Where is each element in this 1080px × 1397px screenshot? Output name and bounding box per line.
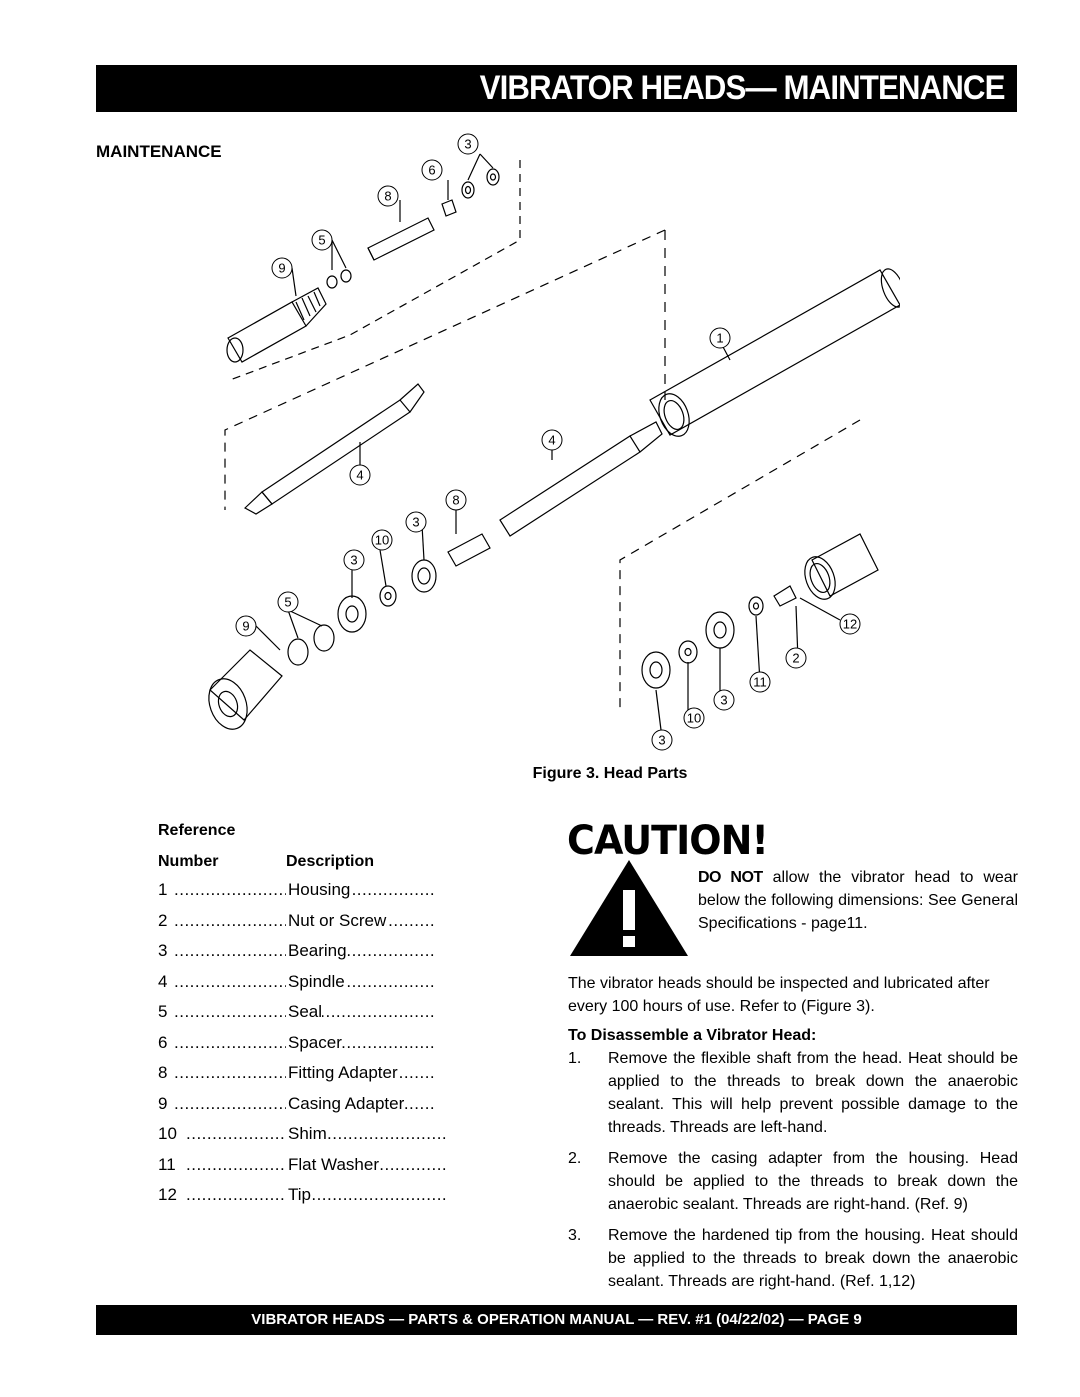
callout-number: 3	[658, 733, 665, 748]
parts-row: 10......................................…	[158, 1124, 448, 1155]
step-text: Remove the hardened tip from the housing…	[608, 1227, 1018, 1290]
dot-leader: ........................................…	[186, 1185, 448, 1204]
disassemble-step: 1. Remove the flexible shaft from the hea…	[568, 1047, 1018, 1139]
disassemble-steps: 1. Remove the flexible shaft from the hea…	[568, 1047, 1018, 1301]
caution-title: CAUTION!	[567, 818, 769, 864]
page-header-bar: VIBRATOR HEADS— MAINTENANCE	[96, 65, 1017, 112]
callout-number: 10	[375, 533, 389, 548]
callout-number: 8	[452, 493, 459, 508]
callout-number: 2	[792, 651, 799, 666]
figure-caption: Figure 3. Head Parts	[0, 765, 1080, 783]
callout-number: 3	[350, 553, 357, 568]
part-number: 12	[158, 1185, 177, 1204]
part-description: Shim	[286, 1124, 327, 1144]
callout-number: 9	[242, 619, 249, 634]
part-number: 1	[158, 880, 168, 899]
parts-row: 2.......................................…	[158, 910, 438, 942]
parts-row: 12......................................…	[158, 1185, 448, 1216]
part-number: 2	[158, 910, 168, 930]
parts-header-number: Number	[158, 853, 219, 870]
page-header-title: VIBRATOR HEADS— MAINTENANCE	[480, 69, 1006, 107]
callout-number: 3	[464, 137, 471, 152]
callout-number: 4	[356, 468, 363, 483]
part-number: 5	[158, 1002, 168, 1021]
part-number: 11	[158, 1154, 176, 1174]
part-description: Spacer	[286, 1032, 342, 1053]
callout-number: 5	[318, 233, 325, 248]
part-description: Seal	[286, 1002, 323, 1022]
part-number: 3	[158, 941, 168, 960]
part-number: 9	[158, 1093, 168, 1113]
step-number: 1.	[568, 1050, 582, 1067]
parts-row: 3.......................................…	[158, 941, 438, 972]
head-parts-diagram: 3 6 8 5 9 1 4 4 8 3 10 3 5 9 12 2 11 3 10 3	[208, 133, 900, 751]
part-number: 10	[158, 1124, 177, 1143]
step-number: 2.	[568, 1150, 582, 1167]
callout-number: 4	[548, 433, 555, 448]
callout-number: 3	[412, 515, 419, 530]
callout-number: 9	[278, 261, 285, 276]
figure-caption-text: Figure 3. Head Parts	[532, 765, 688, 782]
callout-number: 6	[428, 163, 435, 178]
warning-triangle-icon	[570, 860, 688, 956]
step-text: Remove the flexible shaft from the head.…	[608, 1050, 1018, 1136]
callout-number: 10	[687, 711, 701, 726]
disassemble-step: 2. Remove the casing adapter from the hou…	[568, 1147, 1018, 1216]
disassemble-step: 3. Remove the hardened tip from the housi…	[568, 1224, 1018, 1293]
parts-row: 8.......................................…	[158, 1063, 438, 1094]
callout-number: 3	[720, 693, 727, 708]
parts-row: 5.......................................…	[158, 1002, 438, 1033]
callout-number: 12	[843, 617, 857, 632]
callout-number: 8	[384, 189, 391, 204]
parts-header-description: Description	[286, 853, 375, 870]
parts-row: 6.......................................…	[158, 1032, 438, 1064]
part-description: Bearing	[286, 941, 347, 961]
callout-number: 1	[716, 331, 723, 346]
parts-row: 4.......................................…	[158, 971, 438, 1003]
inspection-text: The vibrator heads should be inspected a…	[568, 975, 990, 1015]
part-description: Flat Washer	[286, 1154, 380, 1175]
parts-list: 1.......................................…	[158, 880, 448, 1216]
part-number: 8	[158, 1063, 168, 1082]
parts-header-reference: Reference	[158, 822, 236, 839]
part-number: 4	[158, 971, 168, 991]
part-description: Casing Adapter	[286, 1093, 405, 1114]
part-description: Spindle	[286, 971, 345, 992]
part-description: Fitting Adapter	[286, 1063, 398, 1083]
caution-body: allow the vibrator head to wear below th…	[698, 869, 1019, 932]
parts-row: 9.......................................…	[158, 1093, 438, 1125]
section-title: MAINTENANCE	[96, 142, 222, 161]
callout-number: 5	[284, 595, 291, 610]
parts-row: 1.......................................…	[158, 880, 438, 911]
step-number: 3.	[568, 1227, 582, 1244]
callout-number: 11	[753, 675, 767, 690]
part-description: Nut or Screw	[286, 910, 387, 931]
caution-bold-lead: DO NOT	[698, 869, 763, 886]
part-description: Housing	[286, 880, 351, 900]
page-footer: VIBRATOR HEADS — PARTS & OPERATION MANUA…	[96, 1305, 1017, 1335]
part-description: Tip	[286, 1185, 311, 1205]
part-number: 6	[158, 1032, 168, 1052]
disassemble-title: To Disassemble a Vibrator Head:	[568, 1027, 817, 1044]
caution-text: DO NOT allow the vibrator head to wear b…	[698, 866, 1018, 935]
parts-row: 11......................................…	[158, 1154, 448, 1186]
step-text: Remove the casing adapter from the housi…	[608, 1150, 1018, 1213]
